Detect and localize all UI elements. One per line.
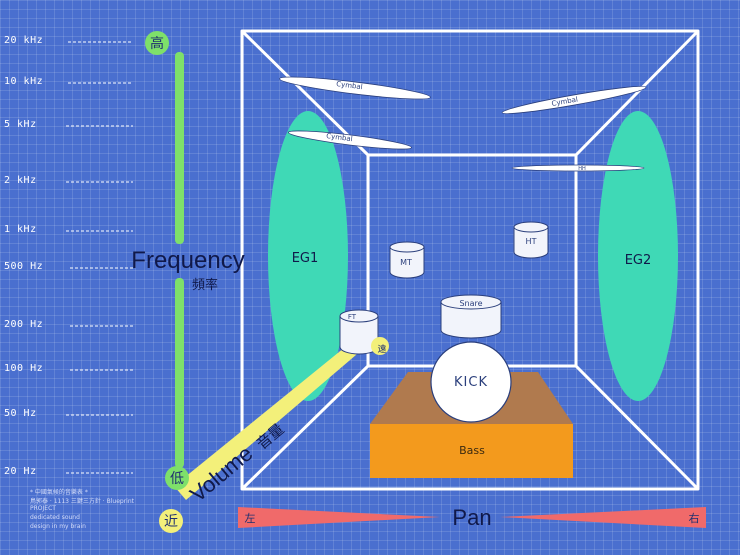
freq-low-cap [165,466,189,490]
note-line-5: design in my brain [30,523,86,530]
volume-near-glyph: 近 [164,514,178,530]
cymbal-left-mid-label: Cymbal [326,132,353,143]
volume-far-glyph: 遠 [377,343,386,355]
ft-label: FT [348,313,357,321]
freq-label-2khz: 2 kHz [4,175,37,186]
pan-right-glyph: 右 [689,511,700,525]
freq-label-10khz: 10 kHz [4,76,44,87]
snare-label: Snare [459,299,482,308]
freq-low-glyph: 低 [170,471,184,487]
freq-label-5khz: 5 kHz [4,119,37,130]
cymbal-left-top-label: Cymbal [336,80,363,91]
frequency-title: Frequency [131,247,244,274]
ht-label: HT [526,237,537,246]
cymbal-right [501,86,647,114]
eg1-label: EG1 [292,251,319,266]
mt-label: MT [400,258,412,267]
cymbal-left-mid [288,130,412,150]
note-line-3: PROJECT [30,505,56,512]
frequency-bar [175,52,184,468]
freq-label-20hz: 20 Hz [4,466,37,477]
freq-label-20khz: 20 kHz [4,35,44,46]
hh-shape [511,164,645,172]
note-line-2: 鳥郭泰 · 1113 三鍵三方針 · Blueprint [30,498,134,505]
eg1-shape [268,111,348,401]
note-line-4: dedicated sound [30,514,80,521]
bass-label: Bass [459,444,485,457]
pan-left-glyph: 左 [245,512,256,525]
volume-near-cap [159,509,183,533]
kick-drum [430,341,512,423]
cymbal-left-top [279,76,431,100]
eg2-label: EG2 [625,253,652,268]
hh-label: HH [578,166,586,172]
eg2-shape [598,111,678,401]
freq-label-500hz: 500 Hz [4,261,44,272]
mid-tom [389,241,425,279]
freq-label-1khz: 1 kHz [4,224,37,235]
high-tom [513,221,549,259]
floor-tom [339,309,379,355]
frequency-title-cn: 頻率 [192,277,218,293]
freq-high-glyph: 高 [150,35,164,52]
volume-far-dot [371,337,389,355]
snare-drum [440,294,502,339]
freq-label-50hz: 50 Hz [4,408,37,419]
frequency-guides [66,41,133,474]
freq-label-200hz: 200 Hz [4,319,44,330]
pan-bar [238,507,706,528]
kick-label: KICK [454,375,488,390]
volume-wedge [174,335,370,500]
freq-label-100hz: 100 Hz [4,363,44,374]
cymbals [279,76,647,172]
freq-high-cap [145,31,169,55]
pan-title: Pan [452,505,491,530]
note-line-1: * 中國氣候的音樂表 * [30,489,88,496]
